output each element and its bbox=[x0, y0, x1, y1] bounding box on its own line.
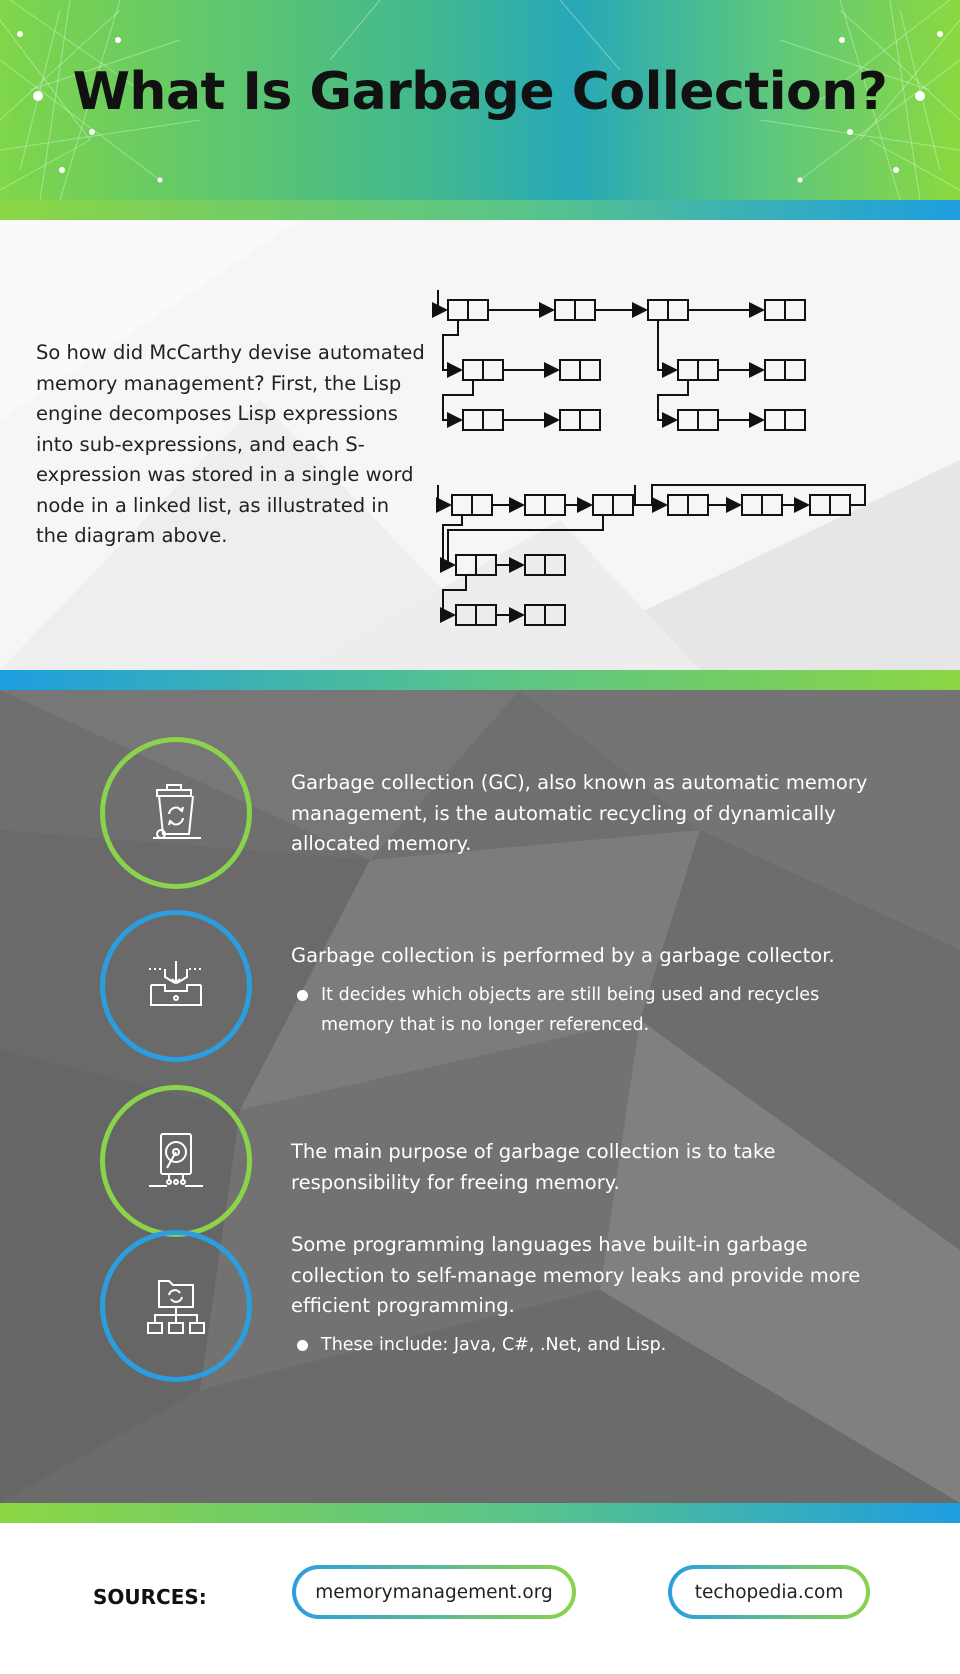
fact-bullet: It decides which objects are still being… bbox=[291, 980, 881, 1040]
divider-stripe bbox=[0, 200, 960, 220]
source-link-label: techopedia.com bbox=[672, 1569, 866, 1615]
fact-bullet: These include: Java, C#, .Net, and Lisp. bbox=[291, 1330, 881, 1360]
inbox-collect-icon bbox=[149, 961, 203, 1006]
sources-footer: SOURCES: memorymanagement.org techopedia… bbox=[0, 1523, 960, 1674]
icon-ring bbox=[100, 1230, 252, 1382]
fact-bullet-text: It decides which objects are still being… bbox=[321, 984, 820, 1035]
source-link-techopedia[interactable]: techopedia.com bbox=[668, 1565, 870, 1619]
hard-drive-icon bbox=[149, 1133, 203, 1187]
bullet-dot bbox=[297, 989, 308, 1001]
fact-bullet-text: These include: Java, C#, .Net, and Lisp. bbox=[321, 1334, 667, 1355]
folder-network-icon bbox=[147, 1280, 205, 1334]
intro-section: So how did McCarthy devise automated mem… bbox=[0, 220, 960, 670]
icon-ring bbox=[100, 737, 252, 889]
linked-list-diagram bbox=[432, 290, 866, 626]
sources-label: SOURCES: bbox=[93, 1585, 207, 1609]
source-link-memorymanagement[interactable]: memorymanagement.org bbox=[292, 1565, 576, 1619]
fact-text: The main purpose of garbage collection i… bbox=[291, 1140, 776, 1194]
source-link-label: memorymanagement.org bbox=[296, 1569, 572, 1615]
fact-text: Some programming languages have built-in… bbox=[291, 1233, 861, 1317]
divider-stripe bbox=[0, 670, 960, 690]
facts-section: Garbage collection (GC), also known as a… bbox=[0, 690, 960, 1503]
intro-paragraph: So how did McCarthy devise automated mem… bbox=[36, 341, 425, 547]
fact-text: Garbage collection (GC), also known as a… bbox=[291, 771, 868, 855]
icon-ring bbox=[100, 1085, 252, 1237]
network-pattern bbox=[0, 0, 960, 200]
divider-stripe bbox=[0, 1503, 960, 1523]
bullet-dot bbox=[297, 1339, 308, 1351]
background-shapes bbox=[0, 690, 960, 1503]
recycle-bin-icon bbox=[153, 784, 201, 839]
icon-ring bbox=[100, 910, 252, 1062]
fact-text: Garbage collection is performed by a gar… bbox=[291, 944, 835, 967]
page-title: What Is Garbage Collection? bbox=[72, 62, 888, 122]
header-banner: What Is Garbage Collection? bbox=[0, 0, 960, 200]
